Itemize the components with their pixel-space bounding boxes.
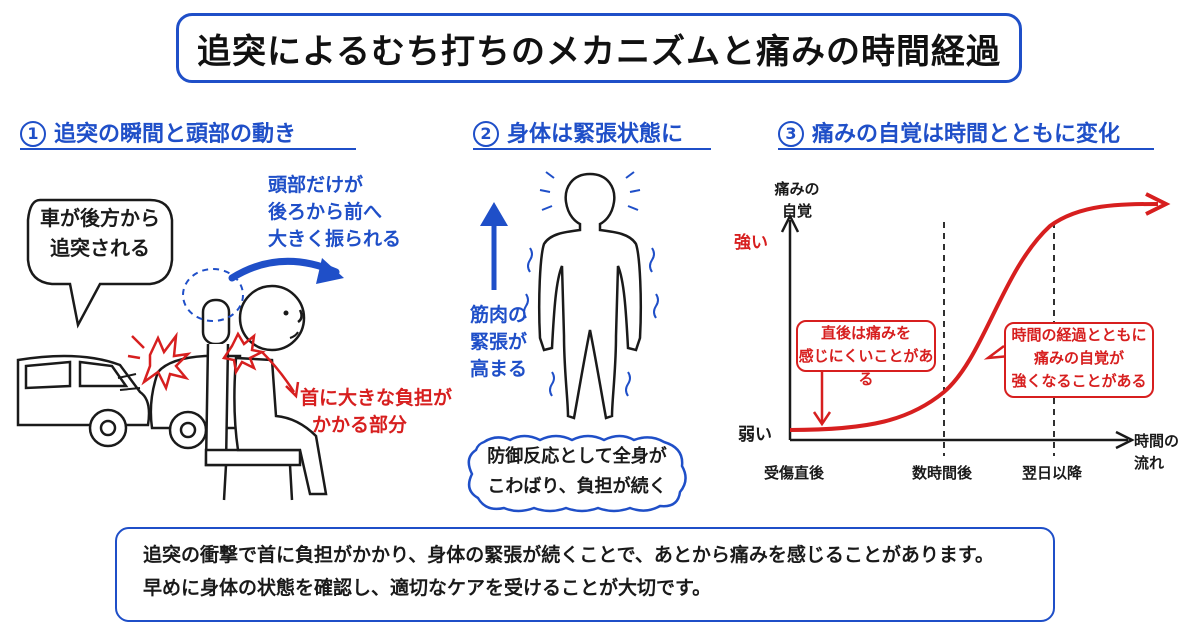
section-heading-2: 2 身体は緊張状態に: [473, 116, 683, 148]
defense-reaction-cloud: [467, 434, 687, 513]
car-seat-icon: [201, 298, 302, 501]
seated-person-icon: [233, 284, 328, 496]
page-title: 追突によるむち打ちのメカニズムと痛みの時間経過: [197, 31, 1001, 72]
section-heading-3: 3 痛みの自覚は時間とともに変化: [778, 116, 1120, 148]
summary-line-1: 追突の衝撃で首に負担がかかり、身体の緊張が続くことで、あとから痛みを感じることが…: [143, 544, 995, 566]
x-tick-next-day: 翌日以降: [1022, 464, 1083, 482]
head-movement-note: 頭部だけが 後ろから前へ 大きく振られる: [268, 172, 401, 253]
y-axis-title-line-2: 自覚: [781, 202, 812, 220]
rear-end-collision-illustration: [16, 198, 344, 501]
late-pain-note: 時間の経過とともに 痛みの自覚が 強くなることがある: [1004, 322, 1154, 398]
muscle-tension-note: 筋肉の 緊張が 高まる: [470, 302, 527, 383]
speech-line-1: 車が後方から: [40, 206, 160, 230]
section-number-3: 3: [778, 121, 804, 147]
section-underline-3: [778, 148, 1154, 150]
neck-note-line-1: 首に大きな負担が: [300, 387, 453, 409]
section-underline-1: [20, 148, 356, 150]
cloud-line-2: こわばり、負担が続く: [487, 476, 667, 497]
motion-lines: [117, 373, 141, 391]
x-axis-title-line-2: 流れ: [1134, 454, 1165, 472]
muscle-note-line-3: 高まる: [470, 358, 528, 380]
y-axis-arrowhead: [780, 213, 800, 233]
head-previous-position-outline: [182, 268, 244, 322]
pain-awareness-chart: [780, 192, 1171, 456]
section-heading-1: 1 追突の瞬間と頭部の動き: [20, 116, 296, 148]
summary-box: 追突の衝撃で首に負担がかかり、身体の緊張が続くことで、あとから痛みを感じることが…: [115, 527, 1055, 622]
head-motion-arrowhead: [316, 258, 344, 284]
muscle-note-line-2: 緊張が: [470, 331, 528, 353]
section-title-3: 痛みの自覚は時間とともに変化: [812, 122, 1121, 147]
y-axis-title: 痛みの 自覚: [770, 178, 824, 222]
section-number-1: 1: [20, 121, 46, 147]
section-underline-2: [473, 148, 711, 150]
x-axis-arrowhead: [1115, 430, 1135, 450]
collision-speech-bubble: 車が後方から 追突される: [28, 203, 172, 263]
y-low-label: 弱い: [738, 425, 772, 445]
title-box: 追突によるむち打ちのメカニズムと痛みの時間経過: [176, 13, 1022, 83]
pain-awareness-curve: [789, 202, 1159, 432]
section-title-2: 身体は緊張状態に: [507, 122, 684, 147]
speech-bubble-shape: [26, 198, 174, 329]
head-note-line-1: 頭部だけが: [268, 174, 364, 196]
impact-burst-icon: [141, 331, 192, 392]
neck-note-line-2: かかる部分: [312, 414, 408, 436]
early-note-line-1: 直後は痛みを: [820, 324, 911, 342]
tremble-marks: [523, 171, 659, 397]
head-note-line-2: 後ろから前へ: [268, 201, 383, 223]
x-axis-title: 時間の 流れ: [1134, 430, 1179, 474]
defense-reaction-text: 防御反応として全身が こわばり、負担が続く: [462, 442, 692, 502]
y-axis-title-line-1: 痛みの: [774, 180, 820, 198]
pain-curve-arrowhead: [1145, 192, 1171, 216]
tension-up-arrowhead: [480, 202, 508, 226]
x-axis-title-line-1: 時間の: [1134, 432, 1180, 450]
late-note-line-2: 痛みの自覚が: [1033, 349, 1124, 367]
neck-load-note: 首に大きな負担が かかる部分: [300, 385, 452, 439]
x-tick-immediately-after: 受傷直後: [764, 464, 825, 482]
y-high-label: 強い: [734, 233, 768, 253]
rear-car-icon: [16, 354, 151, 448]
neck-strain-icon: [221, 331, 266, 376]
head-note-line-3: 大きく振られる: [268, 228, 402, 250]
speech-line-2: 追突される: [50, 236, 150, 260]
muscle-note-line-1: 筋肉の: [470, 304, 528, 326]
late-note-line-3: 強くなることがある: [1011, 372, 1147, 390]
tense-body-illustration: [480, 171, 659, 420]
cloud-line-1: 防御反応として全身が: [487, 446, 667, 467]
early-pain-note: 直後は痛みを 感じにくいことがある: [796, 320, 936, 388]
section-title-1: 追突の瞬間と頭部の動き: [54, 122, 297, 147]
section-number-2: 2: [473, 121, 499, 147]
early-note-line-2: 感じにくいことがある: [798, 347, 934, 388]
late-note-line-1: 時間の経過とともに: [1011, 326, 1147, 344]
summary-line-2: 早めに身体の状態を確認し、適切なケアを受けることが大切です。: [143, 577, 712, 599]
x-tick-hours-later: 数時間後: [912, 464, 973, 482]
human-body-outline-icon: [537, 172, 643, 420]
